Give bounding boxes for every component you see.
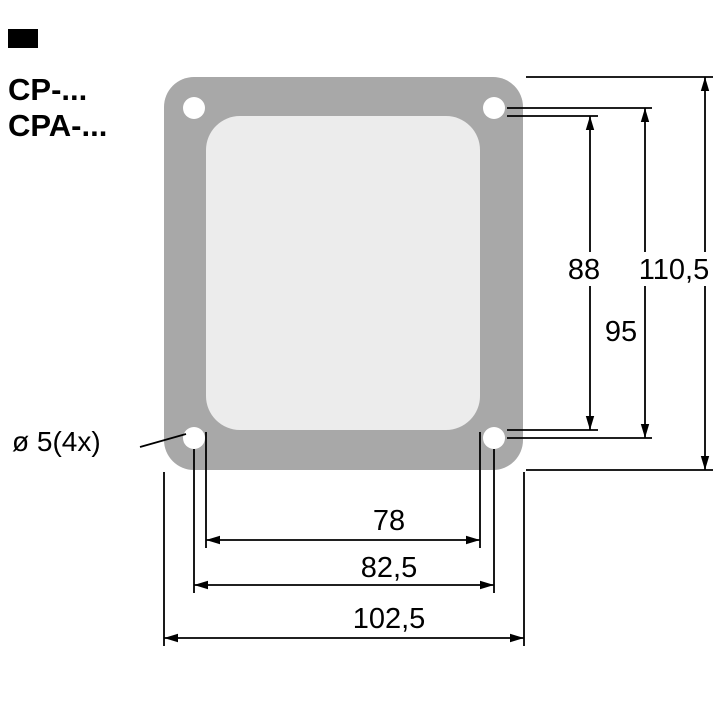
model-label-cp: CP-... bbox=[8, 72, 87, 107]
mounting-hole-bottom-left bbox=[183, 427, 205, 449]
dim-label-inner-height: 88 bbox=[560, 252, 608, 286]
hole-callout bbox=[139, 433, 187, 448]
plate-recess bbox=[206, 116, 480, 430]
mounting-holes bbox=[183, 97, 505, 449]
dim-text-hole-pitch-h: 82,5 bbox=[361, 552, 417, 584]
model-label-cpa: CPA-... bbox=[8, 108, 107, 143]
dim-text-hole-pitch-v: 95 bbox=[605, 316, 637, 348]
mounting-hole-top-right bbox=[483, 97, 505, 119]
hole-size-note: ø 5(4x) bbox=[12, 426, 101, 457]
mounting-hole-top-left bbox=[183, 97, 205, 119]
hole-callout-leader bbox=[139, 433, 187, 448]
dim-label-hole-pitch-v: 95 bbox=[598, 314, 644, 348]
mounting-hole-bottom-right bbox=[483, 427, 505, 449]
dim-text-overall-height: 110,5 bbox=[639, 254, 709, 286]
dim-text-overall-width: 102,5 bbox=[353, 603, 426, 635]
dim-label-overall-height: 110,5 bbox=[630, 252, 718, 286]
dim-text-inner-height: 88 bbox=[568, 254, 600, 286]
dim-text-inner-width: 78 bbox=[373, 505, 405, 537]
extension-lines bbox=[163, 76, 713, 646]
print-registration-mark bbox=[8, 29, 38, 48]
